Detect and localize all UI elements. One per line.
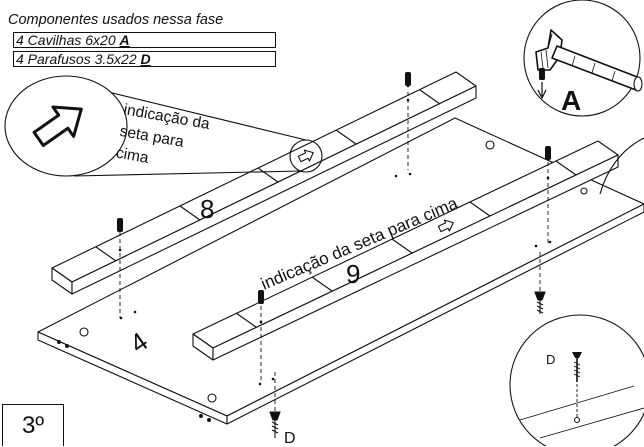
rail-8-arrow-icon bbox=[297, 149, 314, 163]
down-arrow-icon bbox=[537, 82, 547, 99]
part-label-8: 8 bbox=[200, 194, 214, 224]
detail-ring-edge bbox=[599, 137, 644, 195]
component-qty: 4 Parafusos 3.5x22 bbox=[16, 51, 137, 67]
up-arrow-icon bbox=[32, 105, 83, 147]
components-title: Componentes usados nessa fase bbox=[8, 12, 224, 28]
hole-dots bbox=[118, 84, 552, 386]
rail-8 bbox=[51, 71, 477, 295]
hammer-detail-letter: A bbox=[561, 85, 581, 116]
rail-9-arrow-icon bbox=[437, 219, 454, 233]
dowel-icon bbox=[539, 68, 545, 80]
rail-9 bbox=[192, 140, 619, 361]
component-code: A bbox=[119, 32, 130, 48]
screws-bottom bbox=[269, 291, 546, 438]
component-row-dowels: 4 Cavilhas 6x20 A bbox=[13, 32, 276, 48]
step-number: 3º bbox=[2, 404, 64, 446]
component-qty: 4 Cavilhas 6x20 bbox=[16, 32, 116, 48]
callout-text-line3: cima bbox=[115, 145, 151, 167]
alignment-lines bbox=[119, 92, 549, 412]
screw-icon bbox=[572, 352, 582, 382]
screw-detail bbox=[509, 314, 644, 446]
screw-bottom-label: D bbox=[284, 430, 296, 446]
component-code: D bbox=[140, 51, 151, 67]
dowels bbox=[117, 72, 551, 304]
screw-detail-letter: D bbox=[546, 352, 555, 367]
arrow-callout bbox=[4, 75, 307, 177]
component-row-screws: 4 Parafusos 3.5x22 D bbox=[13, 51, 276, 67]
hammer-icon bbox=[535, 29, 643, 92]
hammer-detail bbox=[523, 0, 643, 117]
part-label-9: 9 bbox=[346, 259, 360, 289]
